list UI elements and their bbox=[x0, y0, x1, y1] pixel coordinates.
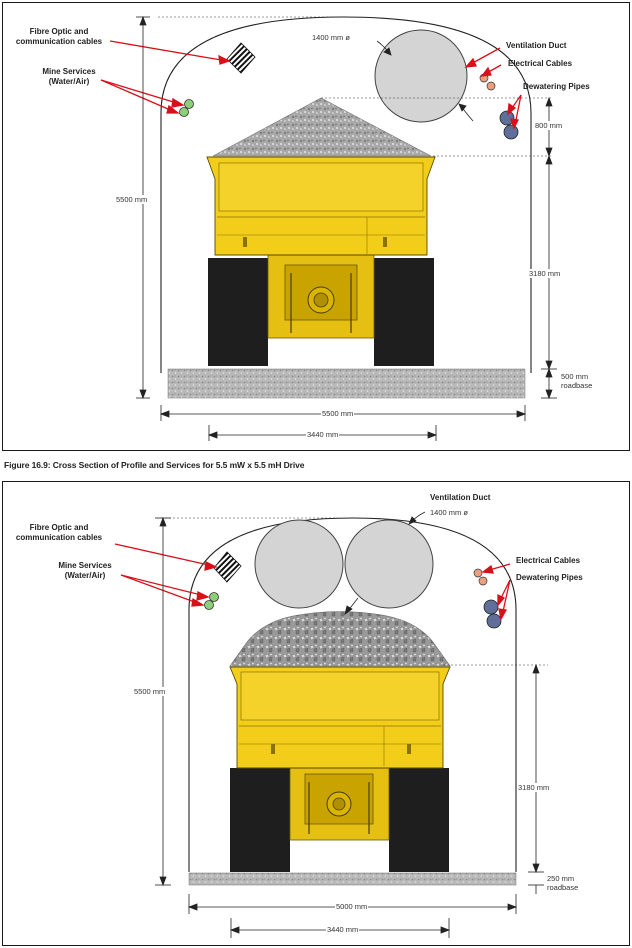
mine-service-pipe-2 bbox=[204, 600, 214, 610]
duct-diameter-dimension: 1400 mm ø bbox=[311, 33, 351, 42]
dewatering-pipe-1 bbox=[499, 110, 515, 126]
bottom-section-drawing bbox=[114, 511, 548, 938]
width-dimension: 5000 mm bbox=[335, 902, 369, 911]
electrical-cable-2 bbox=[478, 576, 488, 586]
height-dimension: 5500 mm bbox=[133, 687, 167, 696]
ventilation-duct-label: Ventilation Duct bbox=[430, 493, 491, 502]
electrical-cable-1 bbox=[473, 568, 483, 578]
clearance-dimension: 800 mm bbox=[534, 121, 564, 130]
truck-height-dimension: 3180 mm bbox=[528, 269, 562, 278]
dewatering-pipe-1 bbox=[483, 599, 499, 615]
duct-diameter-dimension: 1400 mm ø bbox=[429, 508, 469, 517]
fibre-optic-label: Fibre Optic and communication cables bbox=[15, 27, 103, 46]
top-section-figure: Fibre Optic and communication cables Min… bbox=[2, 2, 630, 451]
rock-load bbox=[229, 611, 451, 667]
roadbase bbox=[188, 872, 517, 886]
dewatering-pipes-label: Dewatering Pipes bbox=[523, 82, 590, 91]
mine-services-label: Mine Services (Water/Air) bbox=[58, 561, 112, 580]
tunnel-profile bbox=[188, 517, 517, 872]
mine-service-pipe-2 bbox=[179, 107, 189, 117]
roadbase-dimension: 500 mm roadbase bbox=[561, 372, 593, 390]
electrical-cables-label: Electrical Cables bbox=[508, 59, 573, 68]
truck-width-dimension: 3440 mm bbox=[306, 430, 340, 439]
electrical-cable-2 bbox=[486, 81, 496, 91]
bottom-section-figure: Fibre Optic and communication cables Min… bbox=[2, 481, 630, 946]
height-dimension: 5500 mm bbox=[115, 195, 149, 204]
truck-height-dimension: 3180 mm bbox=[517, 783, 551, 792]
ventilation-duct bbox=[374, 29, 468, 123]
left-tyre bbox=[208, 258, 268, 366]
dewatering-pipe-2 bbox=[503, 124, 519, 140]
mine-service-pipe-1 bbox=[184, 99, 194, 109]
left-tyre bbox=[230, 768, 290, 872]
electrical-cables-label: Electrical Cables bbox=[516, 556, 581, 565]
ventilation-duct-label: Ventilation Duct bbox=[506, 41, 567, 50]
roadbase bbox=[167, 368, 526, 399]
right-tyre bbox=[374, 258, 434, 366]
fibre-optic-cable-tray bbox=[226, 42, 256, 74]
dewatering-pipes-label: Dewatering Pipes bbox=[516, 573, 583, 582]
right-tyre bbox=[389, 768, 449, 872]
mine-service-pipe-1 bbox=[209, 592, 219, 602]
ventilation-duct-left bbox=[254, 519, 344, 609]
tunnel-profile bbox=[160, 16, 532, 373]
figure-caption: Figure 16.9: Cross Section of Profile an… bbox=[4, 460, 305, 470]
fibre-optic-label: Fibre Optic and communication cables bbox=[15, 523, 103, 542]
truck-width-dimension: 3440 mm bbox=[326, 925, 360, 934]
width-dimension: 5500 mm bbox=[321, 409, 355, 418]
mine-services-label: Mine Services (Water/Air) bbox=[42, 67, 96, 86]
ventilation-duct-right bbox=[344, 519, 434, 609]
rock-load bbox=[212, 97, 432, 157]
dewatering-pipe-2 bbox=[486, 613, 502, 629]
roadbase-dimension: 250 mm roadbase bbox=[547, 874, 579, 892]
fibre-optic-cable-tray bbox=[213, 551, 242, 583]
